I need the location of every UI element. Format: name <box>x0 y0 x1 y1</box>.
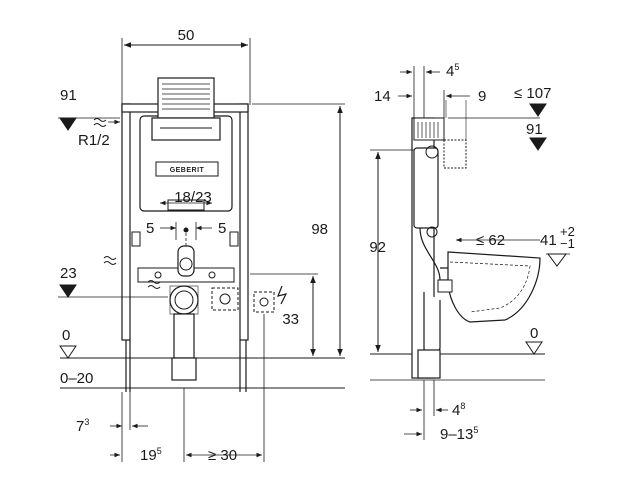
offset-right-label: 5 <box>218 220 226 237</box>
front-view <box>58 38 345 462</box>
level-23-label: 23 <box>60 265 77 282</box>
side-floor-marker <box>525 341 543 355</box>
level-91-label: 91 <box>60 87 77 104</box>
frame-height-label: 98 <box>311 221 328 238</box>
level-23-marker <box>59 284 77 298</box>
wall-hung-bowl <box>447 251 541 323</box>
bowl-depth-label: ≤ 62 <box>476 232 505 249</box>
foot-offset-label: 73 <box>76 417 89 435</box>
frame-left-upright <box>121 103 131 341</box>
top-offset-label: 45 <box>446 62 459 80</box>
side-level-91-marker <box>529 137 547 151</box>
min-spacing-label: ≥ 30 <box>208 447 237 464</box>
bowl-height-label: 41 <box>540 232 557 249</box>
floor-level-marker <box>59 345 77 359</box>
bowl-tolerance-plus: +2 <box>560 224 575 239</box>
frame-right-upright <box>239 103 249 341</box>
lightning-icon <box>277 285 288 305</box>
water-supply-icon <box>93 118 107 122</box>
max-depth-marker <box>529 103 547 117</box>
level-91-marker <box>59 117 77 131</box>
max-depth-label: ≤ 107 <box>514 85 551 102</box>
electrical-socket <box>253 291 275 313</box>
drain-pipe <box>173 313 195 359</box>
thread-label: R1/2 <box>78 132 110 149</box>
width-label: 50 <box>178 27 195 44</box>
floor-range-label: 0–20 <box>60 370 93 387</box>
side-drain-bend <box>423 292 441 357</box>
height-92-label: 92 <box>369 239 386 256</box>
actuator-housing <box>157 77 215 119</box>
bottom-offset-label: 48 <box>452 401 465 419</box>
side-floor-zero-label: 0 <box>530 325 538 342</box>
water-socket <box>211 287 239 311</box>
dim-9-label: 9 <box>478 88 486 105</box>
flush-plate-width-label: 18/23 <box>174 189 212 206</box>
floor-zero-label: 0 <box>62 327 70 344</box>
socket-height-label: 33 <box>282 311 299 328</box>
inspection-panel <box>151 117 221 141</box>
dim-14-label: 14 <box>374 88 391 105</box>
pipe-offset-label: 195 <box>140 446 162 464</box>
bottom-range-label: 9–135 <box>440 425 478 443</box>
brand-logo: GEBERIT <box>170 167 205 174</box>
drain-outlet <box>169 285 199 315</box>
offset-left-label: 5 <box>146 220 154 237</box>
bowl-height-marker <box>547 253 567 267</box>
side-level-91-label: 91 <box>526 121 543 138</box>
side-view <box>370 66 570 440</box>
bowl-tolerance-minus: −1 <box>560 236 575 251</box>
brand-plate <box>155 161 219 177</box>
